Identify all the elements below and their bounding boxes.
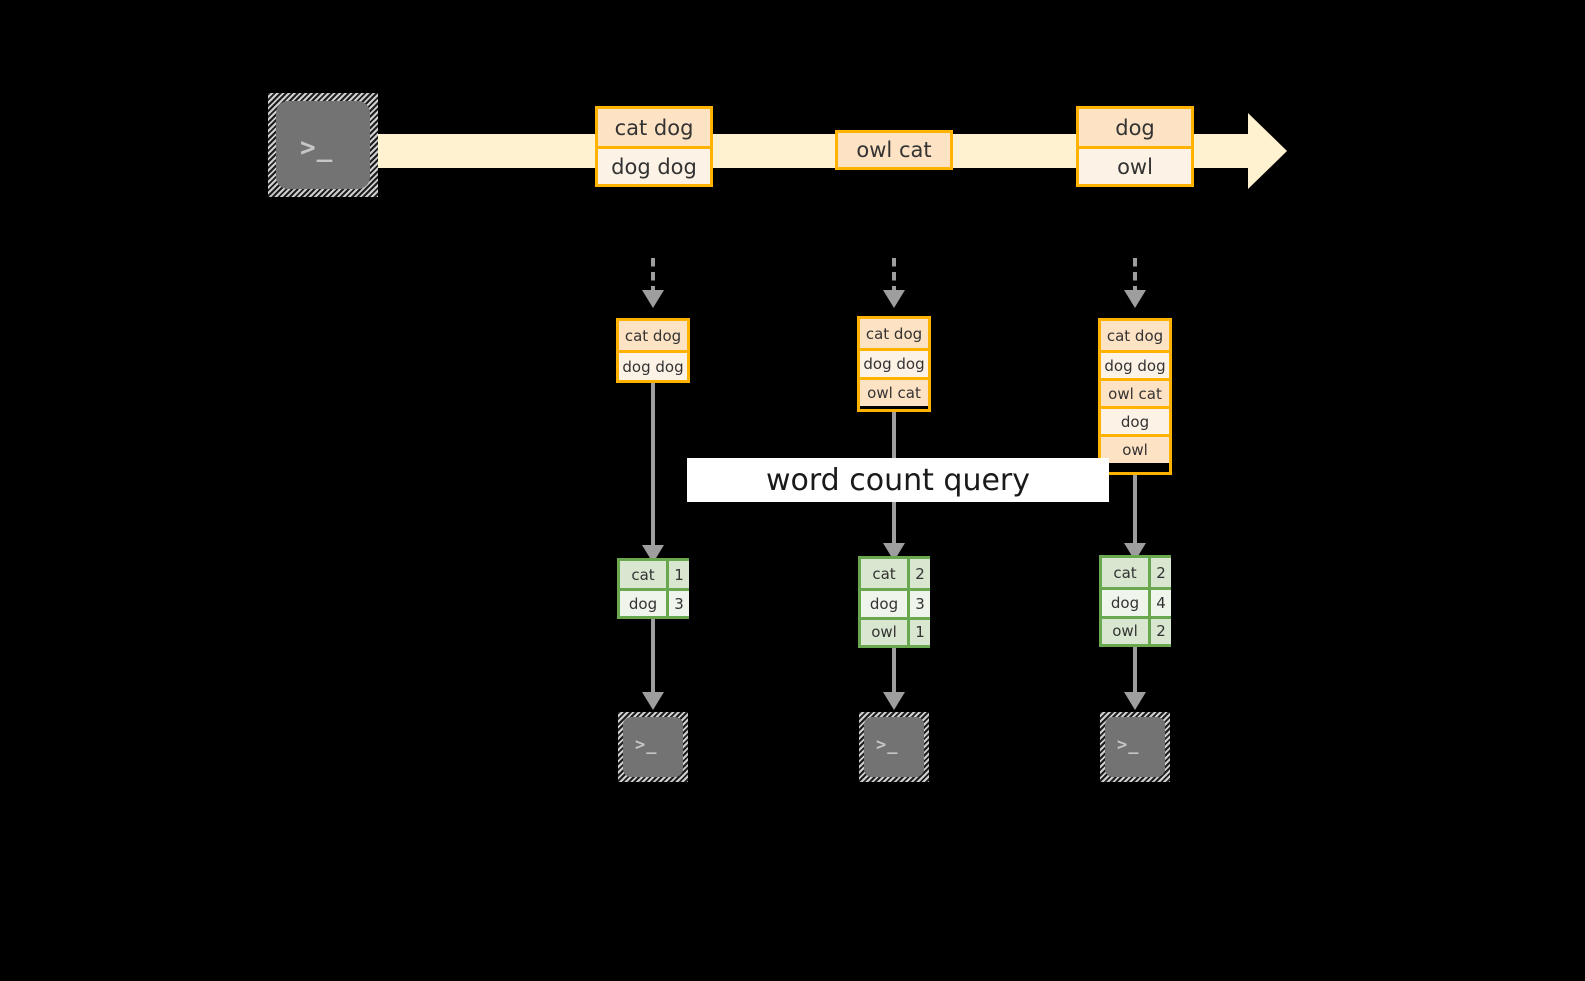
snapshot-3-trigger-arrowhead xyxy=(1124,290,1146,308)
snapshot-2-sink-arrowhead xyxy=(883,692,905,710)
snapshot-3-input-row-2: dog dog xyxy=(1101,350,1169,378)
snapshot-1-term-2: dog xyxy=(620,591,666,616)
snapshot-2-result-table[interactable]: cat 2 dog 3 owl 1 xyxy=(858,556,930,648)
snapshot-1-query-line xyxy=(651,383,655,545)
snapshot-3-count-1: 2 xyxy=(1148,558,1171,588)
snapshot-2-count-1: 2 xyxy=(907,559,930,589)
snapshot-3-sink-line xyxy=(1133,647,1137,692)
snapshot-1-sink-line xyxy=(651,619,655,692)
snapshot-3-input-row-1: cat dog xyxy=(1101,321,1169,350)
snapshot-2-sink-console-icon[interactable]: >_ xyxy=(859,712,929,782)
timeline-event-3[interactable]: dog owl xyxy=(1076,106,1194,187)
timeline-event-3-line-1: dog xyxy=(1079,109,1191,146)
table-row: owl 2 xyxy=(1102,615,1171,644)
snapshot-1-term-1: cat xyxy=(620,561,666,589)
query-banner-label: word count query xyxy=(765,462,1031,498)
table-row: cat 2 xyxy=(1102,558,1171,588)
snapshot-1-count-1: 1 xyxy=(666,561,689,589)
snapshot-3-query-line xyxy=(1133,475,1137,543)
snapshot-1-input-row-1: cat dog xyxy=(619,321,687,350)
snapshot-1-count-2: 3 xyxy=(666,591,689,616)
snapshot-3-sink-arrowhead xyxy=(1124,692,1146,710)
snapshot-2-count-2: 3 xyxy=(907,591,930,617)
snapshot-3-count-2: 4 xyxy=(1148,590,1171,616)
snapshot-2-trigger-line xyxy=(892,258,896,290)
snapshot-3-term-3: owl xyxy=(1102,618,1148,644)
console-prompt-glyph: >_ xyxy=(300,133,334,163)
console-screen: >_ xyxy=(623,717,683,777)
snapshot-1-sink-arrowhead xyxy=(642,692,664,710)
console-prompt-glyph: >_ xyxy=(876,735,899,755)
snapshot-3-term-1: cat xyxy=(1102,558,1148,588)
snapshot-2-input-stack[interactable]: cat dog dog dog owl cat xyxy=(857,316,931,412)
snapshot-3-input-row-3: owl cat xyxy=(1101,378,1169,406)
timeline-event-1[interactable]: cat dog dog dog xyxy=(595,106,713,187)
snapshot-3-input-row-4: dog xyxy=(1101,406,1169,434)
snapshot-2-count-3: 1 xyxy=(907,619,930,645)
snapshot-1-result-table[interactable]: cat 1 dog 3 xyxy=(617,558,689,619)
console-screen: >_ xyxy=(276,101,370,189)
snapshot-3-sink-console-icon[interactable]: >_ xyxy=(1100,712,1170,782)
snapshot-1-sink-console-icon[interactable]: >_ xyxy=(618,712,688,782)
snapshot-2-term-2: dog xyxy=(861,591,907,617)
timeline-event-2[interactable]: owl cat xyxy=(835,130,953,170)
console-prompt-glyph: >_ xyxy=(635,735,658,755)
snapshot-2-term-3: owl xyxy=(861,619,907,645)
table-row: dog 4 xyxy=(1102,587,1171,616)
console-prompt-glyph: >_ xyxy=(1117,735,1140,755)
snapshot-3-count-3: 2 xyxy=(1148,618,1171,644)
table-row: cat 1 xyxy=(620,561,689,589)
table-row: cat 2 xyxy=(861,559,930,589)
snapshot-3-trigger-line xyxy=(1133,258,1137,290)
snapshot-3-input-row-5: owl xyxy=(1101,434,1169,463)
snapshot-3-term-2: dog xyxy=(1102,590,1148,616)
snapshot-2-sink-line xyxy=(892,648,896,692)
source-console-icon[interactable]: >_ xyxy=(268,93,378,197)
snapshot-1-input-row-2: dog dog xyxy=(619,350,687,380)
table-row: dog 3 xyxy=(620,588,689,616)
snapshot-1-trigger-line xyxy=(651,258,655,290)
console-screen: >_ xyxy=(1105,717,1165,777)
snapshot-2-term-1: cat xyxy=(861,559,907,589)
query-banner: word count query xyxy=(687,458,1109,502)
timeline-event-1-line-2: dog dog xyxy=(598,146,710,184)
snapshot-2-input-row-2: dog dog xyxy=(860,348,928,377)
snapshot-2-trigger-arrowhead xyxy=(883,290,905,308)
snapshot-1-trigger-arrowhead xyxy=(642,290,664,308)
table-row: owl 1 xyxy=(861,616,930,645)
timeline-event-1-line-1: cat dog xyxy=(598,109,710,146)
timeline-event-2-line-1: owl cat xyxy=(838,133,950,167)
table-row: dog 3 xyxy=(861,588,930,617)
snapshot-3-input-stack[interactable]: cat dog dog dog owl cat dog owl xyxy=(1098,318,1172,475)
snapshot-1-input-stack[interactable]: cat dog dog dog xyxy=(616,318,690,383)
time-axis-arrowhead xyxy=(1248,113,1287,189)
console-screen: >_ xyxy=(864,717,924,777)
timeline-event-3-line-2: owl xyxy=(1079,146,1191,184)
snapshot-2-input-row-1: cat dog xyxy=(860,319,928,348)
snapshot-2-input-row-3: owl cat xyxy=(860,377,928,406)
snapshot-3-result-table[interactable]: cat 2 dog 4 owl 2 xyxy=(1099,555,1171,647)
